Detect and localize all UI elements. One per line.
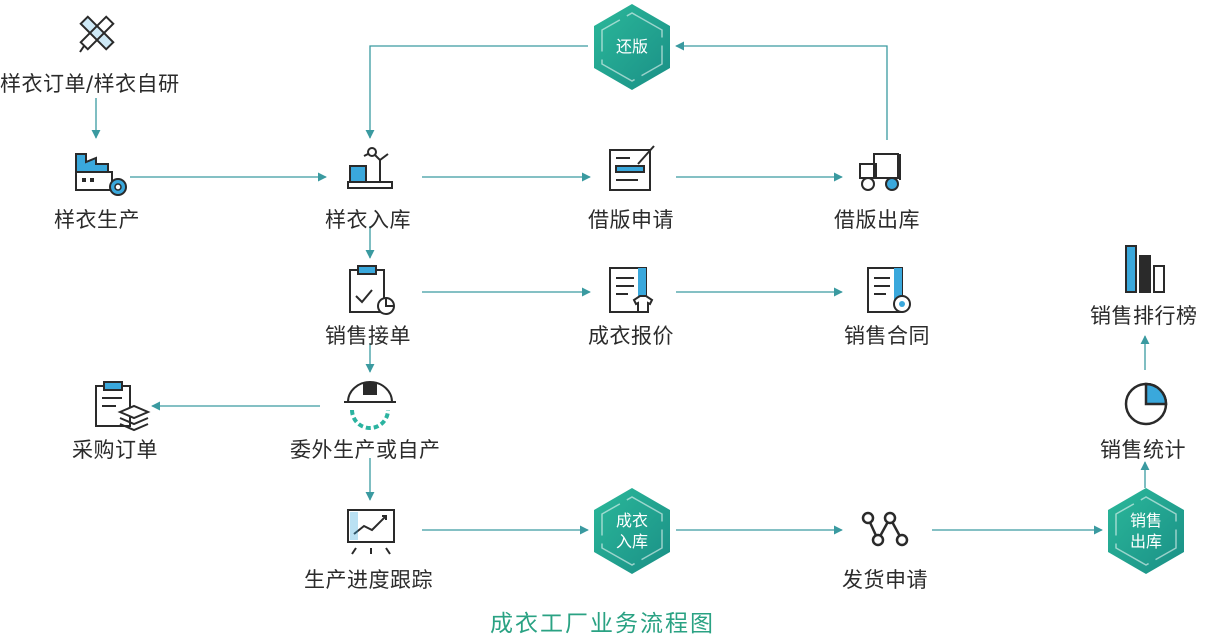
clipboard-chart-icon — [349, 265, 395, 315]
robot-arm-icon — [347, 147, 393, 189]
document-pen-icon — [609, 145, 655, 191]
helmet-gear-icon — [344, 381, 396, 430]
bar-chart-icon — [1125, 245, 1165, 293]
node-goods-in: 成衣 入库 — [602, 510, 662, 552]
forklift-icon — [859, 153, 901, 191]
node-sales-out-line2: 出库 — [1129, 532, 1162, 551]
node-sales-order: 销售接单 — [325, 324, 411, 348]
node-sales-contract: 销售合同 — [844, 324, 930, 348]
arrow-return-to-in — [365, 45, 588, 139]
trend-board-icon — [347, 509, 395, 555]
node-return-plate: 还版 — [615, 37, 648, 56]
node-sales-out-line1: 销售 — [1129, 511, 1162, 530]
connectors — [91, 41, 1150, 535]
hexagon-return — [594, 4, 670, 90]
node-sales-stats: 销售统计 — [1100, 438, 1186, 462]
node-borrow-out: 借版出库 — [834, 208, 920, 232]
node-sample-in: 样衣入库 — [325, 208, 411, 232]
pencil-ruler-icon — [79, 15, 115, 53]
node-goods-in-line1: 成衣 — [615, 511, 648, 530]
document-shirt-icon — [609, 267, 654, 313]
node-sample-production: 样衣生产 — [54, 208, 140, 232]
node-sales-out: 销售 出库 — [1116, 510, 1176, 552]
node-borrow-apply: 借版申请 — [588, 208, 674, 232]
arrow-out-to-return — [675, 41, 888, 140]
nodes-network-icon — [861, 511, 909, 547]
node-progress: 生产进度跟踪 — [304, 568, 433, 592]
node-sales-rank: 销售排行榜 — [1090, 304, 1198, 328]
factory-gear-icon — [75, 153, 127, 196]
clipboard-layers-icon — [95, 381, 151, 432]
diagram-title: 成衣工厂业务流程图 — [490, 611, 715, 637]
hexagon-goods-in — [594, 488, 670, 574]
pie-chart-icon — [1124, 382, 1168, 426]
node-outsource: 委外生产或自产 — [290, 438, 441, 462]
hexagon-sales-out — [1108, 488, 1184, 574]
node-ship-apply: 发货申请 — [842, 568, 928, 592]
node-goods-in-line2: 入库 — [615, 532, 648, 551]
node-purchase-order: 采购订单 — [72, 438, 158, 462]
document-badge-icon — [867, 267, 911, 313]
node-sample-order: 样衣订单/样衣自研 — [0, 72, 180, 96]
node-quote: 成衣报价 — [588, 324, 674, 348]
